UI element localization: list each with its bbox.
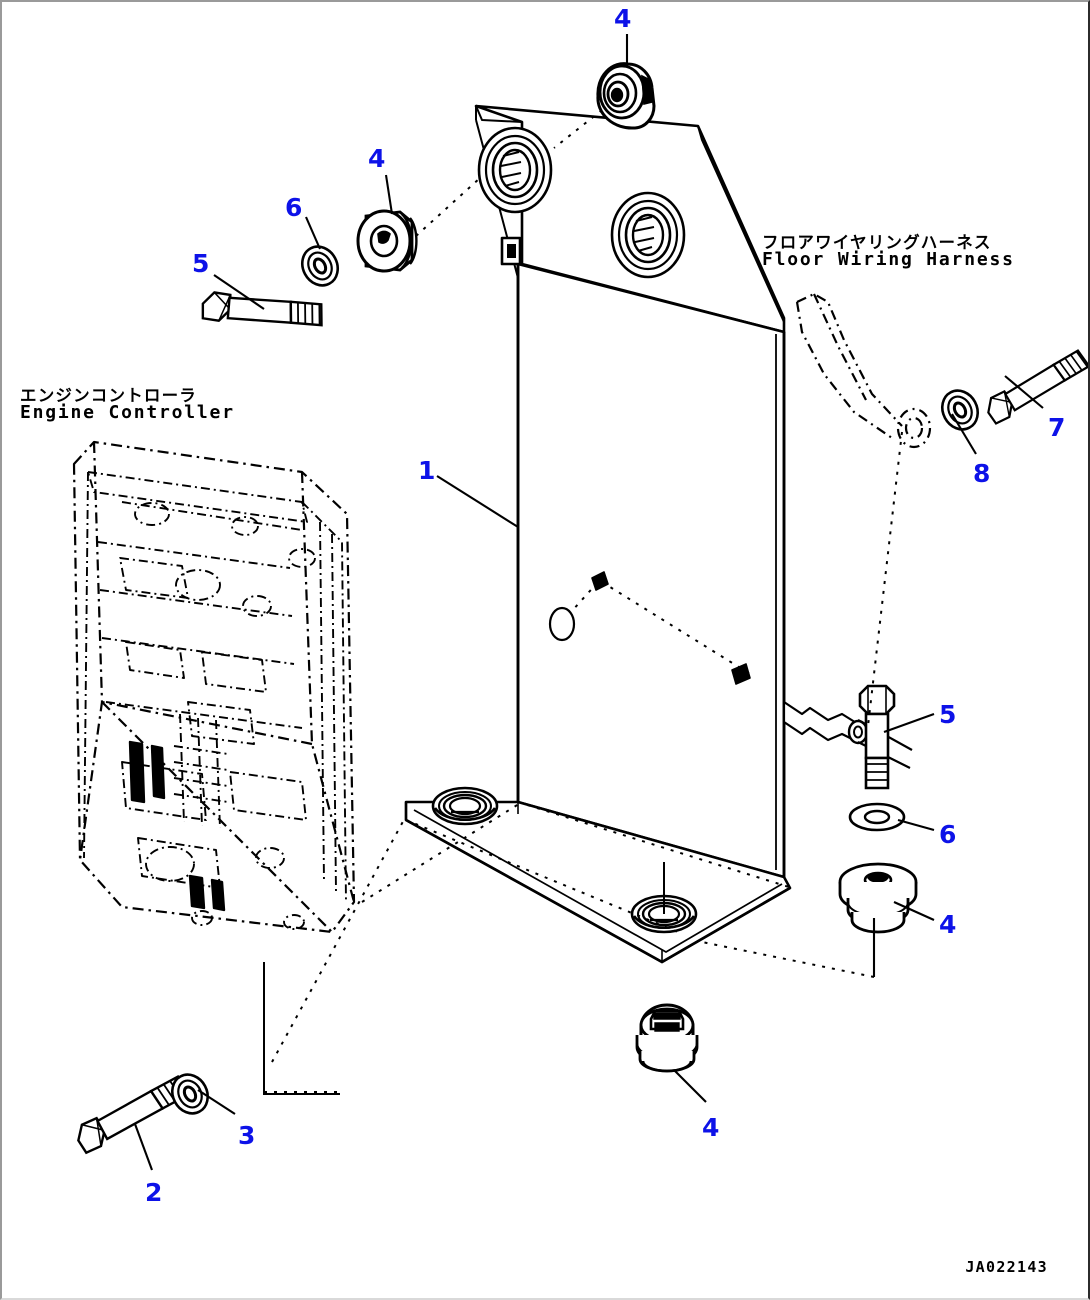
callout-4-upperleft[interactable]: 4	[368, 144, 386, 173]
bracket-part-1	[404, 104, 913, 964]
part-4-grommet-top	[596, 62, 656, 130]
part-7-bolt-right	[977, 347, 1088, 426]
caption-engine-controller: エンジンコントローラ Engine Controller	[20, 387, 235, 423]
caption-engine-controller-jp: エンジンコントローラ	[20, 386, 197, 405]
drawing-number: JA022143	[965, 1258, 1048, 1276]
part-3-washer-bottomleft	[164, 1066, 216, 1122]
caption-floor-wiring-harness-en: Floor Wiring Harness	[762, 249, 1015, 271]
callout-7-right[interactable]: 7	[1048, 413, 1066, 442]
callout-5-right[interactable]: 5	[939, 700, 957, 729]
part-6-washer-right	[848, 802, 906, 832]
callout-1-bracket[interactable]: 1	[418, 456, 436, 485]
callout-2-bottomleft[interactable]: 2	[145, 1178, 163, 1207]
part-5-bolt-upperleft	[197, 271, 329, 352]
caption-floor-wiring-harness-jp: フロアワイヤリングハーネス	[762, 233, 992, 252]
engine-controller-outline	[72, 440, 356, 934]
assembly-centerlines-solid	[263, 862, 875, 1095]
top-flange-holes	[477, 126, 686, 279]
callout-8-right[interactable]: 8	[973, 459, 991, 488]
caption-engine-controller-en: Engine Controller	[20, 402, 235, 424]
callout-6-right[interactable]: 6	[939, 820, 957, 849]
part-4-grommet-right	[838, 862, 918, 934]
callout-4-bottom[interactable]: 4	[702, 1113, 720, 1142]
callout-4-right[interactable]: 4	[939, 910, 957, 939]
callout-3-bottomleft[interactable]: 3	[238, 1121, 256, 1150]
part-4-grommet-upperleft	[356, 209, 418, 273]
callout-4-top[interactable]: 4	[614, 4, 632, 33]
web-hole	[548, 606, 576, 642]
caption-floor-wiring-harness: フロアワイヤリングハーネス Floor Wiring Harness	[762, 234, 1015, 270]
part-4-grommet-bottom	[635, 1003, 699, 1073]
callout-5-upperleft[interactable]: 5	[192, 249, 210, 278]
part-5-bolt-right	[858, 684, 896, 790]
floor-wiring-harness-outline	[795, 292, 932, 449]
callout-6-upperleft[interactable]: 6	[285, 193, 303, 222]
leader-lines	[134, 34, 1044, 1171]
